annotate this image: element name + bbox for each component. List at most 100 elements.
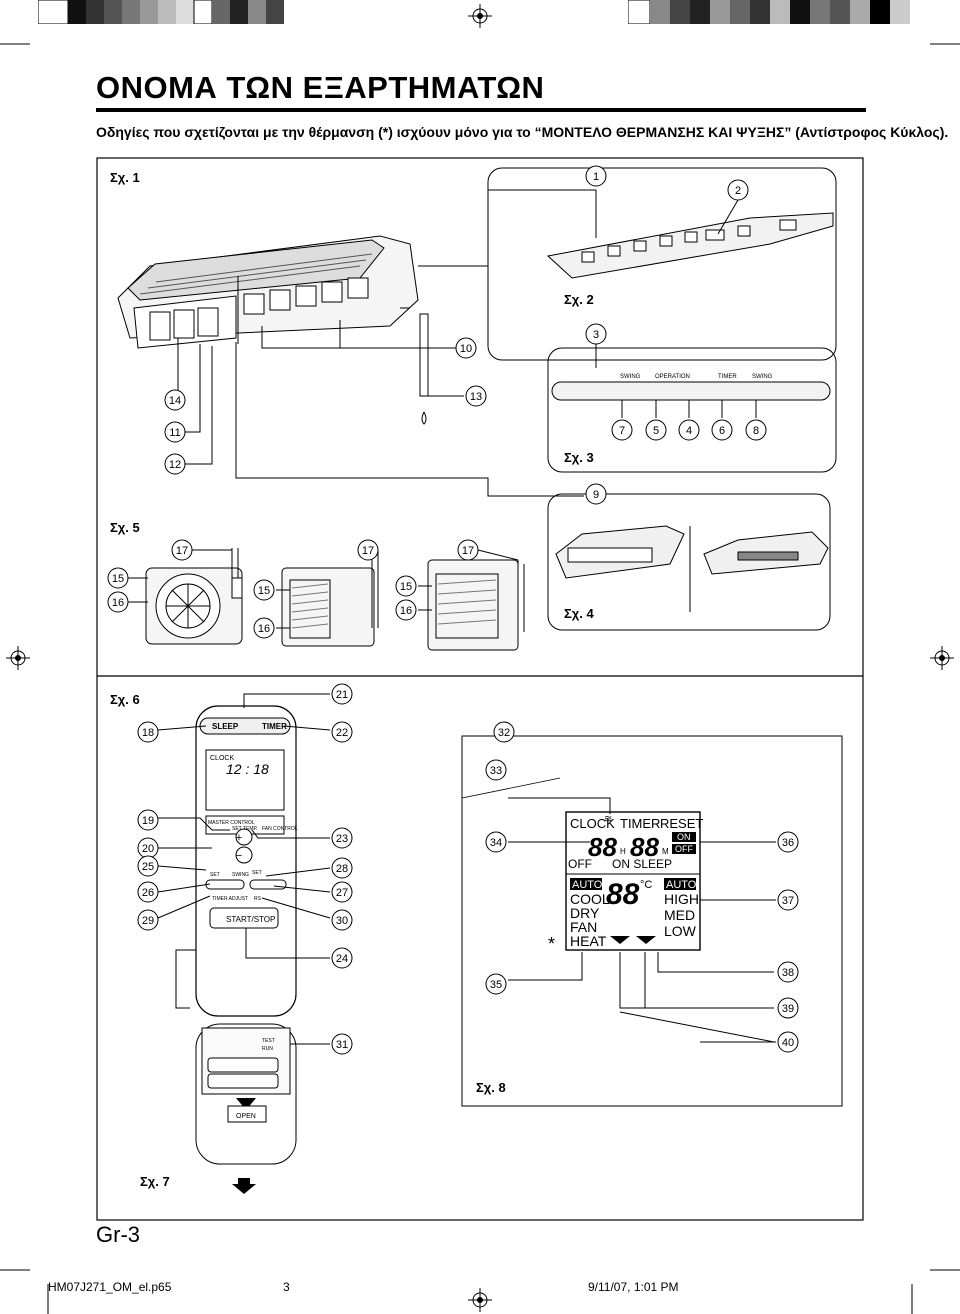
- callout-39: 39: [782, 1003, 794, 1015]
- lcd-reset: RESET: [660, 816, 703, 831]
- callout-21: 21: [336, 689, 348, 701]
- callout-16a: 16: [112, 597, 124, 609]
- fig-5-label: Σχ. 5: [110, 520, 140, 535]
- callout-30: 30: [336, 915, 348, 927]
- registration-bar-right: [628, 0, 910, 24]
- callout-14: 14: [169, 395, 181, 407]
- callout-2: 2: [735, 185, 741, 197]
- callout-36: 36: [782, 837, 794, 849]
- indoor-unit-drawing: [117, 189, 596, 425]
- page-number-label: Gr-3: [96, 1222, 140, 1247]
- callout-17c: 17: [462, 545, 474, 557]
- lcd-off: OFF: [675, 844, 693, 854]
- callout-23: 23: [336, 833, 348, 845]
- crosshair-left: [6, 646, 30, 670]
- intro-text: Οδηγίες που σχετίζονται με την θέρμανση …: [96, 124, 949, 140]
- callout-24: 24: [336, 953, 348, 965]
- lcd-minutes: 88: [630, 832, 659, 862]
- callout-40: 40: [782, 1037, 794, 1049]
- lcd-auto-fan: AUTO: [666, 879, 697, 891]
- remote-clock-label: CLOCK: [210, 755, 234, 762]
- remote-test-label: TEST: [262, 1038, 275, 1044]
- lcd-low: LOW: [664, 923, 697, 939]
- fig-4-label: Σχ. 4: [564, 606, 595, 621]
- callout-33: 33: [490, 765, 502, 777]
- lcd-off-on-off: OFF: [568, 857, 592, 871]
- lcd-h: H: [620, 847, 626, 856]
- callout-1: 1: [593, 171, 599, 183]
- lcd-hours: 88: [588, 832, 617, 862]
- registration-bar-left: [38, 0, 284, 24]
- callout-5: 5: [653, 425, 659, 437]
- callout-12: 12: [169, 459, 181, 471]
- fig-1-label: Σχ. 1: [110, 170, 140, 185]
- callout-22: 22: [336, 727, 348, 739]
- crosshair-right: [930, 646, 954, 670]
- callout-15a: 15: [112, 573, 124, 585]
- panel-swing-right: SWING: [752, 374, 773, 380]
- lcd-heat: HEAT: [570, 933, 607, 949]
- callout-15b: 15: [258, 585, 270, 597]
- callout-9: 9: [593, 489, 599, 501]
- remote-fan-label: FAN CONTROL: [262, 826, 298, 832]
- footer-file: HM07J271_OM_el.p65: [48, 1280, 172, 1294]
- remote-time-display: 12 : 18: [226, 761, 269, 777]
- page-title: ΟΝΟΜΑ ΤΩΝ ΕΞΑΡΤΗΜΑΤΩΝ: [96, 70, 545, 105]
- lcd-m: M: [662, 847, 669, 856]
- plus-icon: +: [236, 832, 242, 844]
- callout-17b: 17: [362, 545, 374, 557]
- figure-frame: 1 2 3 4 5 6 7 8 9 10 11 12 13 14 15 16 1…: [96, 157, 864, 1221]
- lcd-high: HIGH: [664, 891, 699, 907]
- callout-7: 7: [619, 425, 625, 437]
- callout-4: 4: [686, 425, 692, 437]
- title-rule: [96, 108, 866, 112]
- signal-icon: ≋: [604, 814, 612, 825]
- callout-18: 18: [142, 727, 154, 739]
- callout-10: 10: [460, 343, 472, 355]
- remote-open-label: OPEN: [236, 1113, 256, 1120]
- panel-operation: OPERATION: [655, 374, 690, 380]
- lcd-clock: CLOCK: [570, 816, 615, 831]
- panel-timer: TIMER: [718, 374, 737, 380]
- callout-8: 8: [753, 425, 759, 437]
- remote-swing-label: SWING: [232, 872, 249, 878]
- panel-swing-left: SWING: [620, 374, 641, 380]
- fig-6-label: Σχ. 6: [110, 692, 140, 707]
- crosshair-top: [468, 4, 492, 28]
- callout-31: 31: [336, 1039, 348, 1051]
- remote-master-label: MASTER CONTROL: [208, 820, 255, 826]
- lcd-on: ON: [677, 832, 691, 842]
- heat-asterisk: *: [548, 934, 555, 954]
- lcd-temp: 88: [606, 878, 640, 911]
- remote-settemp-label: SET TEMP.: [232, 826, 258, 832]
- outdoor-unit-3: [427, 559, 525, 651]
- callout-19: 19: [142, 815, 154, 827]
- remote-set-label: SET: [210, 872, 220, 878]
- callout-15c: 15: [400, 581, 412, 593]
- footer-page: 3: [283, 1280, 290, 1294]
- footer-date: 9/11/07, 1:01 PM: [588, 1280, 679, 1294]
- remote-timer-label: TIMER: [262, 722, 287, 731]
- fig-7-label: Σχ. 7: [140, 1174, 170, 1189]
- fig-2-label: Σχ. 2: [564, 292, 594, 307]
- outdoor-unit-2: [281, 550, 379, 647]
- callout-37: 37: [782, 895, 794, 907]
- callout-6: 6: [719, 425, 725, 437]
- remote-timeradjust-label: TIMER ADJUST: [212, 896, 248, 902]
- remote-set2-label: SET: [252, 870, 262, 876]
- remote-drawing: [195, 705, 297, 1194]
- callout-38: 38: [782, 967, 794, 979]
- fig-3-label: Σχ. 3: [564, 450, 594, 465]
- remote-run-label: RUN: [262, 1046, 273, 1052]
- callout-27: 27: [336, 887, 348, 899]
- remote-startstop-label: START/STOP: [226, 915, 275, 924]
- callout-20: 20: [142, 843, 154, 855]
- lcd-fan: FAN: [570, 919, 597, 935]
- lcd-dry: DRY: [570, 905, 600, 921]
- callout-35: 35: [490, 979, 502, 991]
- outdoor-unit-1: [145, 548, 243, 645]
- callout-13: 13: [470, 391, 482, 403]
- callout-28: 28: [336, 863, 348, 875]
- callout-32: 32: [498, 727, 510, 739]
- lcd-med: MED: [664, 907, 695, 923]
